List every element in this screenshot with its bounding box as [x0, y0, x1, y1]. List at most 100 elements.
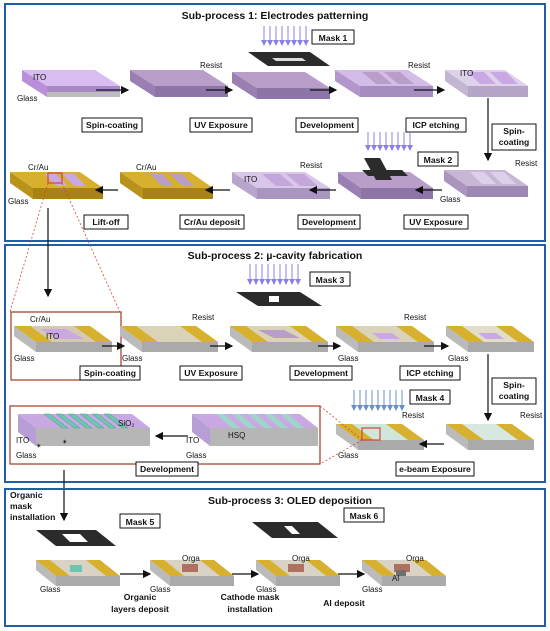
s1-ito-label-2: ITO	[460, 69, 473, 78]
svg-text:UV Exposure: UV Exposure	[194, 120, 248, 130]
s1-slab-resist	[130, 70, 228, 97]
s2-sio2-label: SiO₂	[118, 419, 134, 428]
s3-orga-label-2: Orga	[292, 554, 310, 563]
s1-slab-dev2	[232, 172, 330, 199]
subprocess-1-title: Sub-process 1: Electrodes patterning	[182, 10, 369, 22]
s3-step-organic-mask-installation: Organic mask installation	[10, 490, 55, 522]
svg-text:Organic: Organic	[10, 490, 43, 500]
s2-resist-label-2: Resist	[404, 313, 427, 322]
s3-orga-label-1: Orga	[182, 554, 200, 563]
s1-mask1-label: Mask 1	[319, 33, 348, 43]
svg-text:Spin-: Spin-	[503, 380, 525, 390]
svg-text:Spin-coating: Spin-coating	[84, 368, 136, 378]
s2-slab-dev	[336, 326, 434, 352]
s1-glass-label-1: Glass	[17, 94, 37, 103]
svg-text:Spin-: Spin-	[503, 126, 525, 136]
s1-resist-label-3: Resist	[515, 159, 538, 168]
s2-step-spin-coating-2: Spin-coating	[491, 377, 537, 405]
svg-text:installation: installation	[10, 512, 55, 522]
s2-slab-sio2	[18, 413, 150, 446]
s1-slab-liftoff	[10, 172, 103, 199]
s2-step-development-2: Development	[135, 461, 199, 477]
svg-text:Development: Development	[300, 120, 354, 130]
subprocess-3-frame	[4, 488, 546, 627]
s1-slab-icp	[445, 70, 528, 97]
s2-glass-label-5: Glass	[338, 451, 358, 460]
s3-slab-3	[256, 560, 340, 586]
s3-orga-label-3: Orga	[406, 554, 424, 563]
subprocess-2-frame	[4, 244, 546, 483]
subprocess-3-title: Sub-process 3: OLED deposition	[208, 495, 372, 507]
svg-text:ICP etching: ICP etching	[406, 368, 453, 378]
s1-uv-arrows-1	[261, 26, 309, 46]
svg-text:e-beam Exposure: e-beam Exposure	[399, 464, 471, 474]
s1-step-development-2: Development	[297, 214, 361, 230]
svg-text:coating: coating	[499, 137, 530, 147]
s1-crau-label-1: Cr/Au	[136, 163, 156, 172]
s2-slab-zoom	[14, 326, 112, 352]
svg-text:✶: ✶	[36, 443, 42, 450]
s1-mask2-label: Mask 2	[424, 155, 453, 165]
s1-slab-ito	[22, 70, 120, 97]
s2-glass-label-1: Glass	[14, 354, 34, 363]
svg-text:✶: ✶	[62, 439, 68, 446]
s1-step-development: Development	[295, 117, 359, 133]
s1-step-uv-exposure-2: UV Exposure	[403, 214, 469, 230]
s1-glass-label-6: Glass	[8, 197, 28, 206]
s3-step-organic-layers-deposit: Organic layers deposit	[111, 592, 169, 614]
s3-slab-2	[150, 560, 234, 586]
s2-mask3-label: Mask 3	[316, 275, 345, 285]
s2-glass-label-7: Glass	[186, 451, 206, 460]
s2-ebeam-arrows	[351, 390, 405, 411]
svg-text:Al deposit: Al deposit	[323, 598, 365, 608]
s1-step-spin-coating: Spin-coating	[81, 117, 143, 133]
s1-resist-label-4: Resist	[300, 161, 323, 170]
s2-step-spin-coating: Spin-coating	[79, 365, 141, 381]
svg-text:Spin-coating: Spin-coating	[86, 120, 138, 130]
s2-resist-label-1: Resist	[192, 313, 215, 322]
s1-crau-label-2: Cr/Au	[28, 163, 48, 172]
s2-step-development: Development	[289, 365, 353, 381]
s3-glass-label-1: Glass	[40, 585, 60, 594]
s3-step-al-deposit: Al deposit	[323, 598, 365, 608]
svg-text:mask: mask	[10, 501, 32, 511]
s1-glass-label-5: Glass	[440, 195, 460, 204]
s2-ito-label-2: ITO	[16, 436, 29, 445]
svg-text:Development: Development	[302, 217, 356, 227]
s1-uv-arrows-2	[365, 132, 413, 151]
s1-slab-uv	[232, 72, 330, 99]
svg-text:installation: installation	[227, 604, 272, 614]
s2-slab-spin2	[446, 424, 534, 450]
s3-slab-4	[362, 560, 446, 586]
s2-ito-label: ITO	[46, 332, 59, 341]
s2-step-icp-etching: ICP etching	[399, 365, 461, 381]
subprocess-2-title: Sub-process 2: µ-cavity fabrication	[188, 250, 363, 262]
s1-step-icp-etching: ICP etching	[405, 117, 467, 133]
s3-al-label: Al	[392, 574, 399, 583]
svg-text:ICP etching: ICP etching	[412, 120, 459, 130]
svg-text:Cathode mask: Cathode mask	[221, 592, 280, 602]
svg-text:Development: Development	[294, 368, 348, 378]
svg-text:coating: coating	[499, 391, 530, 401]
s3-glass-label-2: Glass	[150, 585, 170, 594]
s1-ito-label: ITO	[33, 73, 46, 82]
svg-text:Development: Development	[140, 464, 194, 474]
s2-resist-label-4: Resist	[402, 411, 425, 420]
s2-hsq-label: HSQ	[228, 431, 245, 440]
s2-resist-label-3: Resist	[520, 411, 543, 420]
s1-slab-crau	[120, 172, 213, 199]
s1-step-crau-deposit: Cr/Au deposit	[179, 214, 245, 230]
s2-glass-label-4: Glass	[448, 354, 468, 363]
s3-mask5-label: Mask 5	[126, 517, 155, 527]
s3-glass-label-3: Glass	[256, 585, 276, 594]
s1-step-spin-coating-2: Spin-coating	[491, 123, 537, 151]
s1-resist-label-1: Resist	[200, 61, 223, 70]
svg-text:UV Exposure: UV Exposure	[409, 217, 463, 227]
s3-mask6-label: Mask 6	[350, 511, 379, 521]
s2-ito-label-3: ITO	[186, 436, 199, 445]
svg-text:UV Exposure: UV Exposure	[184, 368, 238, 378]
s2-mask4-label: Mask 4	[416, 393, 445, 403]
svg-text:Lift-off: Lift-off	[92, 217, 119, 227]
svg-text:layers deposit: layers deposit	[111, 604, 169, 614]
